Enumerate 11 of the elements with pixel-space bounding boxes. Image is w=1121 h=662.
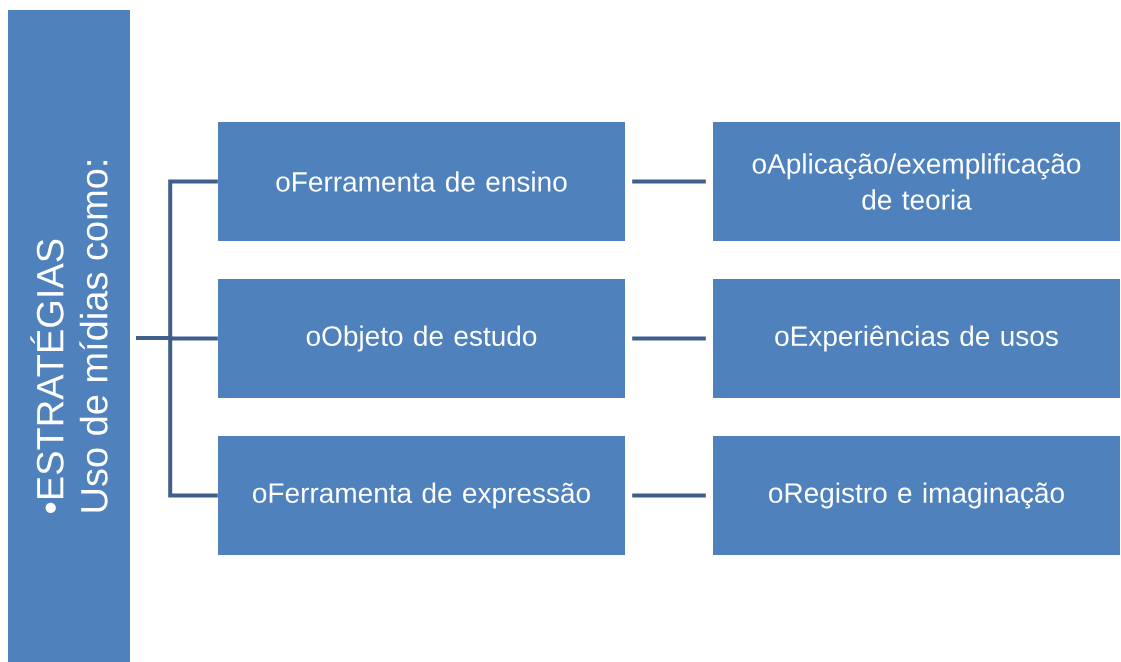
category-bar: •ESTRATÉGIAS Uso de mídias como: [8, 10, 130, 662]
item-box: oObjeto de estudo [218, 279, 625, 398]
item-box: oAplicação/exemplificação de teoria [713, 122, 1120, 241]
connector-line [632, 336, 706, 341]
connector-line [632, 493, 706, 498]
connector-line [632, 179, 706, 184]
item-box: oExperiências de usos [713, 279, 1120, 398]
item-box: oFerramenta de expressão [218, 436, 625, 555]
connector-line [136, 336, 218, 498]
item-box: oRegistro e imaginação [713, 436, 1120, 555]
item-box: oFerramenta de ensino [218, 122, 625, 241]
